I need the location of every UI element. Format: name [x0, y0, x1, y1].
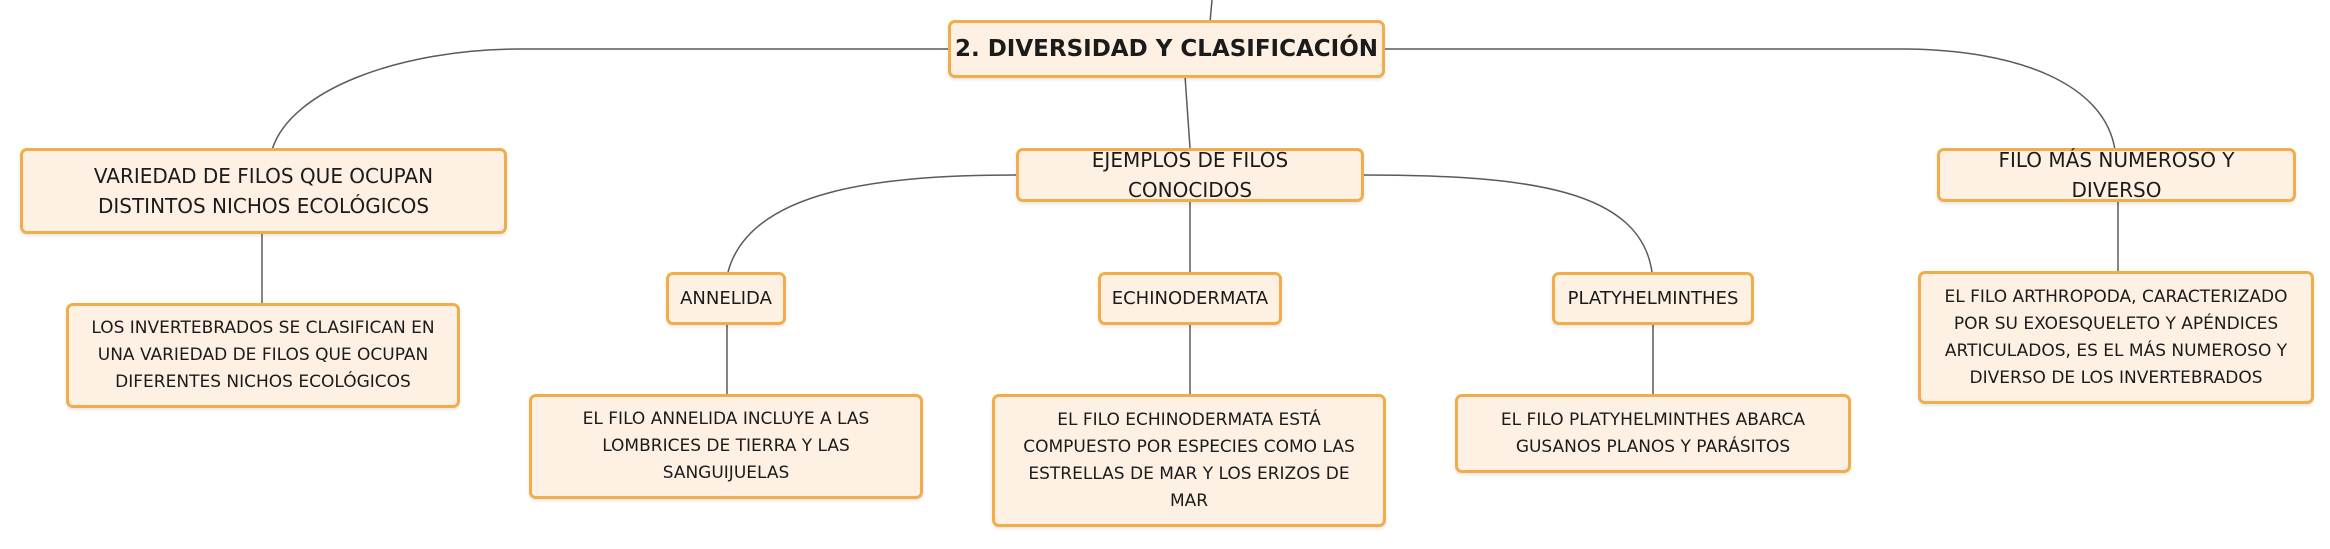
- connector-root-branch-1: [271, 48, 948, 151]
- branch-node-variedad-filos[interactable]: VARIEDAD DE FILOS QUE OCUPAN DISTINTOS N…: [20, 148, 507, 234]
- connector-branch-2-platyhelminthes: [1363, 174, 1653, 273]
- node-label: PLATYHELMINTHES: [1567, 288, 1739, 309]
- branch-node-ejemplos-filos[interactable]: EJEMPLOS DE FILOS CONOCIDOS: [1016, 148, 1364, 202]
- branch-node-label: VARIEDAD DE FILOS QUE OCUPAN DISTINTOS N…: [93, 164, 434, 218]
- detail-node-text: EL FILO ECHINODERMATA ESTÁ COMPUESTO POR…: [1023, 409, 1355, 511]
- branch-node-label: FILO MÁS NUMEROSO Y DIVERSO: [1998, 148, 2235, 202]
- node-label: ECHINODERMATA: [1111, 288, 1269, 309]
- detail-node-arthropoda[interactable]: EL FILO ARTHROPODA, CARACTERIZADO POR SU…: [1918, 271, 2314, 404]
- node-label: ANNELIDA: [680, 288, 772, 309]
- connector-branch-2-annelida: [727, 174, 1017, 273]
- connector-root-branch-3: [1385, 48, 2116, 151]
- detail-node-text: EL FILO ANNELIDA INCLUYE A LAS LOMBRICES…: [582, 409, 870, 483]
- detail-node-text: EL FILO ARTHROPODA, CARACTERIZADO POR SU…: [1944, 286, 2288, 388]
- connector-root-branch-2: [1184, 75, 1191, 149]
- detail-node-text: LOS INVERTEBRADOS SE CLASIFICAN EN UNA V…: [91, 318, 435, 392]
- detail-node-annelida[interactable]: EL FILO ANNELIDA INCLUYE A LAS LOMBRICES…: [529, 394, 923, 499]
- branch-node-label: EJEMPLOS DE FILOS CONOCIDOS: [1091, 148, 1289, 202]
- root-node-label: 2. DIVERSIDAD Y CLASIFICACIÓN: [954, 36, 1379, 62]
- node-platyhelminthes[interactable]: PLATYHELMINTHES: [1552, 272, 1754, 325]
- branch-node-filo-mas-numeroso[interactable]: FILO MÁS NUMEROSO Y DIVERSO: [1937, 148, 2296, 202]
- root-node[interactable]: 2. DIVERSIDAD Y CLASIFICACIÓN: [948, 20, 1385, 78]
- detail-node-text: EL FILO PLATYHELMINTHES ABARCA GUSANOS P…: [1500, 409, 1806, 457]
- node-echinodermata[interactable]: ECHINODERMATA: [1098, 272, 1282, 325]
- connector-root-parent: [1209, 0, 1213, 23]
- detail-node-platyhelminthes[interactable]: EL FILO PLATYHELMINTHES ABARCA GUSANOS P…: [1455, 394, 1851, 473]
- detail-node-echinodermata[interactable]: EL FILO ECHINODERMATA ESTÁ COMPUESTO POR…: [992, 394, 1386, 527]
- detail-node-invertebrados-clasifican[interactable]: LOS INVERTEBRADOS SE CLASIFICAN EN UNA V…: [66, 303, 460, 408]
- node-annelida[interactable]: ANNELIDA: [666, 272, 786, 325]
